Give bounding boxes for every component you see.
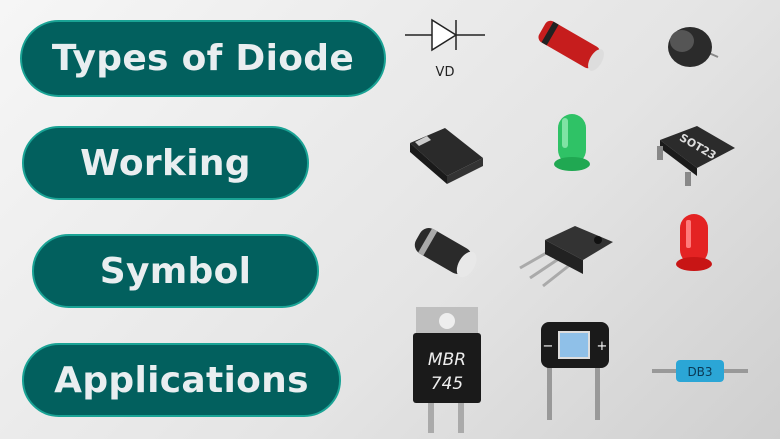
symbol-label: VD — [436, 65, 455, 80]
mbr-line1: MBR — [428, 350, 466, 370]
topic-working[interactable]: Working — [22, 126, 309, 200]
black-cylinder-diode-icon — [668, 27, 719, 67]
diode-symbol-icon: VD — [405, 18, 485, 80]
power-diode-icon — [519, 226, 613, 288]
sot23-icon: SOT23 — [657, 126, 735, 186]
bridge-rectifier-icon: − + — [541, 322, 609, 420]
red-led-icon — [676, 214, 712, 271]
db3-label: DB3 — [687, 365, 712, 379]
topic-label: Applications — [54, 359, 309, 401]
mbr-line2: 745 — [431, 374, 463, 394]
melf-diode-icon — [414, 228, 477, 278]
mbr745-diode-icon: MBR 745 — [413, 307, 481, 433]
red-axial-diode-icon — [538, 20, 604, 71]
topic-applications[interactable]: Applications — [22, 343, 341, 417]
topic-label: Working — [80, 142, 251, 184]
green-led-icon — [554, 114, 590, 171]
topic-symbol[interactable]: Symbol — [32, 234, 319, 308]
bridge-minus: − — [543, 339, 554, 354]
db3-diac-icon: DB3 — [652, 360, 748, 382]
topic-label: Types of Diode — [51, 38, 355, 79]
topic-label: Symbol — [99, 250, 252, 292]
bridge-plus: + — [597, 339, 608, 354]
smd-diode-icon — [410, 128, 483, 184]
topic-types-of-diode[interactable]: Types of Diode — [20, 20, 386, 97]
